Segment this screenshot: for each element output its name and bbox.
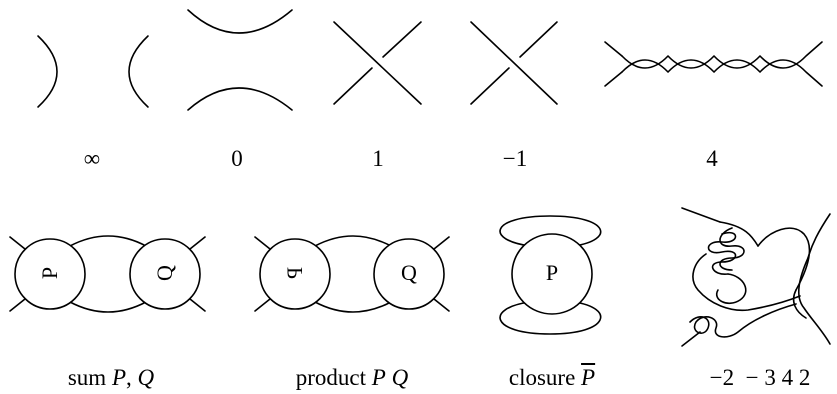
label-sum: sum P, Q [68, 366, 154, 389]
tangle-zero [187, 9, 293, 111]
product-diagram [254, 235, 450, 313]
label-four: 4 [706, 146, 718, 171]
product-circle-q: Q [401, 260, 417, 285]
closure-label-prefix: closure [508, 365, 582, 390]
tangle-one [333, 21, 422, 105]
label-rational: −2 − 3 4 2 [709, 365, 811, 390]
closure-circle-p: P [545, 260, 559, 285]
sum-circle-q: Q [152, 265, 177, 281]
rational-tangle-diagram [681, 207, 831, 347]
sum-diagram [9, 235, 206, 313]
tangle-minus-one [470, 21, 558, 105]
label-one: 1 [372, 146, 384, 171]
closure-diagram [499, 215, 602, 335]
sum-label-sep: , [126, 365, 138, 390]
sum-label-q: Q [137, 365, 155, 390]
sum-label-p: P [111, 365, 127, 390]
closure-label-p: P [581, 365, 596, 390]
product-circle-p: P [282, 266, 307, 280]
product-label-q: Q [391, 365, 409, 390]
sum-label-prefix: sum [67, 365, 112, 390]
label-product: product P Q [296, 366, 408, 389]
label-closure: closure P [509, 366, 595, 389]
product-label-p: P [371, 365, 386, 390]
label-zero: 0 [231, 146, 243, 171]
tangle-infinity [37, 35, 149, 108]
product-label-prefix: product [295, 365, 372, 390]
tangle-four [604, 41, 823, 87]
label-infinity: ∞ [83, 146, 101, 171]
sum-circle-p: P [37, 266, 62, 280]
label-minus-one: −1 [502, 146, 528, 171]
